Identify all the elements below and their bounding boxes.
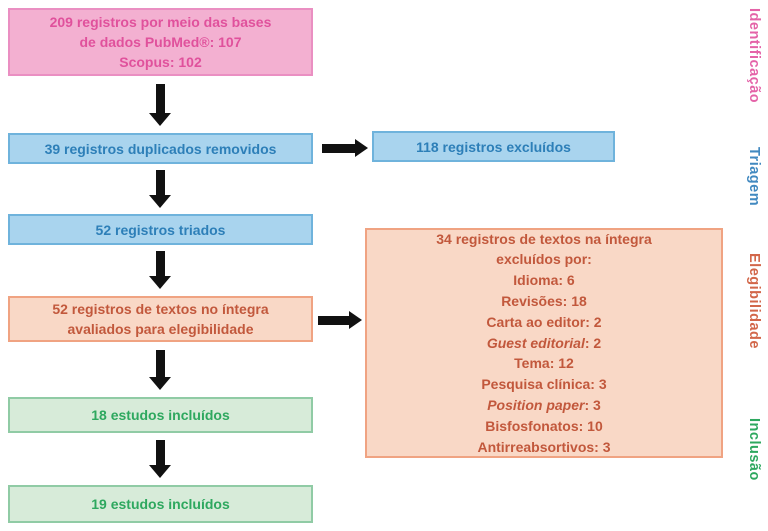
arrow-head bbox=[149, 195, 171, 208]
exclusion-item: Idioma: 6 bbox=[367, 270, 721, 291]
arrow-right-icon bbox=[322, 139, 368, 157]
box-records-screened: 52 registros triados bbox=[8, 214, 313, 245]
stage-label-inclusao: Inclusão bbox=[746, 418, 762, 481]
box-studies-included-final: 19 estudos incluídos bbox=[8, 485, 313, 523]
arrow-head bbox=[349, 311, 362, 329]
arrow-stem bbox=[318, 315, 349, 325]
arrow-head bbox=[149, 377, 171, 390]
arrow-down-icon bbox=[149, 84, 171, 126]
box-text-line: 209 registros por meio das bases bbox=[49, 14, 272, 30]
exclusion-item-text: : 2 bbox=[584, 334, 602, 351]
box-text-line: 34 registros de textos na íntegra bbox=[436, 230, 652, 247]
exclusion-item: Revisões: 18 bbox=[367, 291, 721, 312]
exclusion-item: Pesquisa clínica: 3 bbox=[367, 374, 721, 395]
exclusion-item: Guest editorial: 2 bbox=[367, 333, 721, 354]
box-text-line: de dados PubMed®: 107 bbox=[79, 34, 242, 50]
exclusion-item: Tema: 12 bbox=[367, 353, 721, 374]
arrow-head bbox=[149, 276, 171, 289]
box-records-excluded: 118 registros excluídos bbox=[372, 131, 615, 162]
arrow-down-icon bbox=[149, 350, 171, 390]
arrow-down-icon bbox=[149, 440, 171, 478]
box-duplicates-removed: 39 registros duplicados removidos bbox=[8, 133, 313, 164]
arrow-down-icon bbox=[149, 170, 171, 208]
exclusion-item-text: Antirreabsortivos: 3 bbox=[477, 438, 611, 455]
arrow-head bbox=[149, 113, 171, 126]
exclusion-item-text: Bisfosfonatos: 10 bbox=[485, 417, 603, 434]
exclusion-item-text: Carta ao editor: 2 bbox=[486, 313, 602, 330]
exclusion-item: Position paper: 3 bbox=[367, 395, 721, 416]
box-studies-included-first: 18 estudos incluídos bbox=[8, 397, 313, 433]
arrow-stem bbox=[322, 143, 355, 153]
exclusion-item-text: : 3 bbox=[584, 397, 601, 413]
arrow-stem bbox=[155, 84, 165, 113]
arrow-head bbox=[355, 139, 368, 157]
arrow-stem bbox=[155, 350, 165, 377]
exclusion-item: Carta ao editor: 2 bbox=[367, 312, 721, 333]
box-identification-records: 209 registros por meio das bases de dado… bbox=[8, 8, 313, 76]
exclusion-item-text: Pesquisa clínica: 3 bbox=[481, 376, 607, 393]
box-text-line: excluídos por: bbox=[496, 251, 592, 268]
arrow-stem bbox=[155, 251, 165, 276]
stage-label-triagem: Triagem bbox=[746, 147, 762, 207]
exclusion-item-text: Revisões: 18 bbox=[501, 293, 587, 310]
box-fulltext-assessed: 52 registros de textos no íntegra avalia… bbox=[8, 296, 313, 342]
box-text-line: 52 registros triados bbox=[95, 221, 226, 238]
arrow-stem bbox=[155, 440, 165, 465]
box-text-line: 19 estudos incluídos bbox=[91, 496, 230, 512]
exclusion-item-italic: Guest editorial bbox=[486, 334, 585, 351]
arrow-head bbox=[149, 465, 171, 478]
arrow-down-icon bbox=[149, 251, 171, 289]
arrow-right-icon bbox=[318, 311, 362, 329]
stage-label-identificacao: Identificação bbox=[746, 8, 762, 104]
exclusion-item: Antirreabsortivos: 3 bbox=[367, 437, 721, 458]
arrow-stem bbox=[155, 170, 165, 195]
box-text-line: avaliados para elegibilidade bbox=[67, 321, 254, 337]
box-text-line: Scopus: 102 bbox=[119, 54, 202, 70]
stage-label-elegibilidade: Elegibilidade bbox=[746, 253, 762, 349]
box-text-line: 18 estudos incluídos bbox=[91, 407, 230, 423]
exclusion-item-italic: Position paper bbox=[487, 397, 585, 413]
box-text-line: 52 registros de textos no íntegra bbox=[52, 301, 269, 317]
exclusion-item-text: Tema: 12 bbox=[514, 355, 574, 372]
exclusion-item-text: Idioma: 6 bbox=[513, 272, 575, 289]
box-text-line: 39 registros duplicados removidos bbox=[44, 140, 277, 157]
box-fulltext-excluded: 34 registros de textos na íntegra excluí… bbox=[365, 228, 723, 458]
exclusion-item: Bisfosfonatos: 10 bbox=[367, 416, 721, 437]
box-text-line: 118 registros excluídos bbox=[416, 138, 571, 155]
